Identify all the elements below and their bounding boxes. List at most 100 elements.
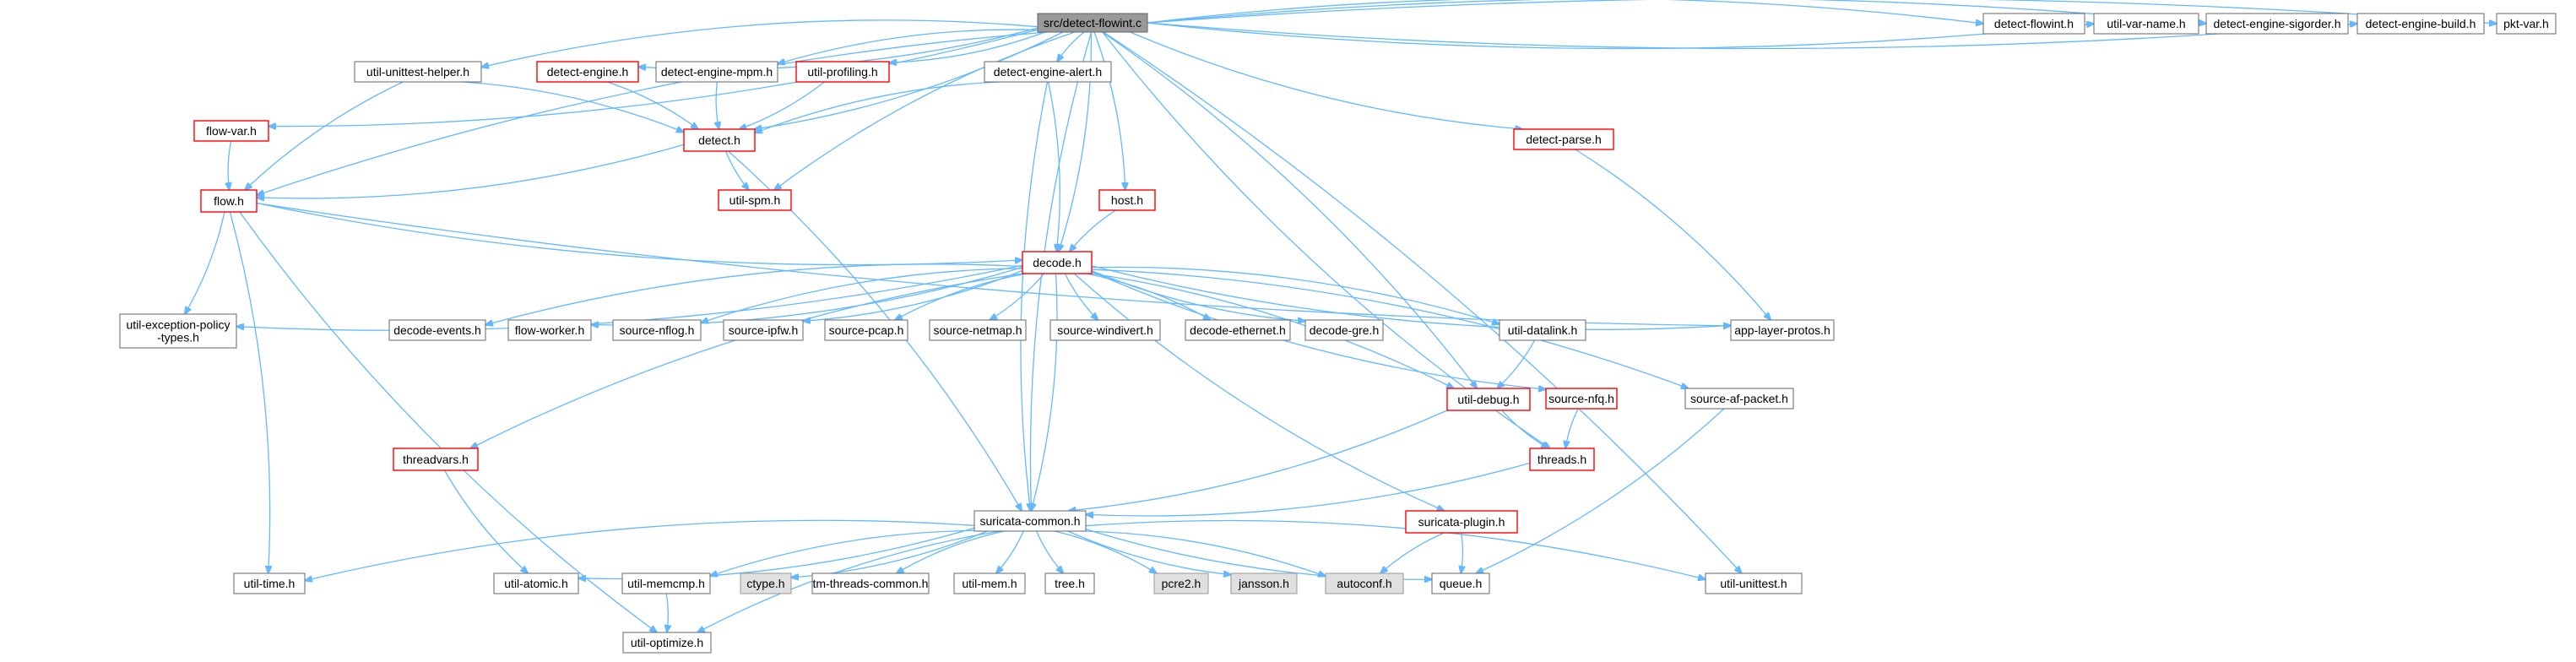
node-pktvar[interactable]: pkt-var.h [2496, 13, 2557, 35]
node-label: -types.h [157, 331, 199, 345]
node-box [200, 189, 258, 213]
node-label: source-windivert.h [1057, 323, 1153, 337]
edge-decode-to-windivert [1064, 273, 1098, 320]
edge-layer [185, 0, 2497, 632]
node-label: detect-engine.h [547, 65, 629, 79]
node-optimize[interactable]: util-optimize.h [622, 632, 712, 654]
node-nfq[interactable]: source-nfq.h [1545, 388, 1618, 410]
node-alert[interactable]: detect-engine-alert.h [984, 61, 1112, 83]
node-netmap[interactable]: source-netmap.h [929, 319, 1027, 341]
edge-common-to-tree [1036, 530, 1064, 573]
node-host[interactable]: host.h [1098, 189, 1156, 211]
node-windivert[interactable]: source-windivert.h [1049, 319, 1161, 341]
node-box [1431, 572, 1490, 594]
node-root[interactable]: src/detect-flowint.c [1037, 13, 1148, 33]
node-autoconf[interactable]: autoconf.h [1325, 572, 1404, 594]
node-tmthreads[interactable]: tm-threads-common.h [811, 572, 930, 594]
node-nflog[interactable]: source-nflog.h [612, 319, 702, 341]
node-ethernet[interactable]: decode-ethernet.h [1185, 319, 1291, 341]
node-label: source-netmap.h [933, 323, 1022, 337]
edge-decode-to-plugin [1073, 273, 1444, 511]
node-ctype[interactable]: ctype.h [740, 572, 792, 594]
edge-common-to-optimize [697, 530, 1001, 632]
node-time[interactable]: util-time.h [233, 572, 306, 594]
node-box [953, 572, 1026, 594]
node-ipfw[interactable]: source-ipfw.h [723, 319, 804, 341]
node-threads[interactable]: threads.h [1529, 448, 1595, 471]
edge-plugin-to-queue [1461, 532, 1462, 573]
edge-common-to-jansson [1067, 530, 1231, 575]
node-threadvars[interactable]: threadvars.h [393, 448, 479, 471]
node-memcmp[interactable]: util-memcmp.h [621, 572, 711, 594]
node-box [1304, 319, 1384, 341]
edge-root-to-threads [1102, 31, 1550, 448]
edge-common-to-time [305, 519, 975, 580]
node-varname[interactable]: util-var-name.h [2093, 13, 2199, 35]
edge-unittesthelper-to-detecth [462, 81, 684, 133]
edge-decode-to-netmap [990, 273, 1045, 320]
node-unittest[interactable]: util-unittest.h [1705, 572, 1803, 594]
node-label: threads.h [1537, 453, 1586, 466]
node-box [740, 572, 792, 594]
edge-root-to-flowint [1147, 0, 1983, 24]
node-atomic[interactable]: util-atomic.h [493, 572, 579, 594]
node-label: detect-engine-build.h [2366, 17, 2476, 30]
node-label: detect.h [698, 133, 740, 147]
node-detecth[interactable]: detect.h [683, 128, 756, 152]
edge-alert-to-detecth [755, 81, 1000, 133]
node-box [1153, 572, 1209, 594]
edge-decode-to-nfq [1091, 271, 1546, 390]
node-label: util-mem.h [962, 577, 1017, 590]
node-detectengine[interactable]: detect-engine.h [536, 61, 639, 83]
node-box [811, 572, 930, 594]
node-jansson[interactable]: jansson.h [1230, 572, 1298, 594]
node-gre[interactable]: decode-gre.h [1304, 319, 1384, 341]
edge-common-to-queue [1085, 528, 1432, 580]
node-flowvar[interactable]: flow-var.h [193, 120, 269, 142]
node-label: util-debug.h [1457, 393, 1519, 406]
node-debug[interactable]: util-debug.h [1446, 388, 1531, 411]
node-spm[interactable]: util-spm.h [718, 189, 792, 211]
node-box [1098, 189, 1156, 211]
node-flowh[interactable]: flow.h [200, 189, 258, 213]
node-label: source-pcap.h [829, 323, 904, 337]
node-sigorder[interactable]: detect-engine-sigorder.h [2205, 13, 2349, 35]
node-box [929, 319, 1027, 341]
node-box [393, 448, 479, 471]
node-box [683, 128, 756, 152]
node-flowint[interactable]: detect-flowint.h [1982, 13, 2085, 35]
node-common[interactable]: suricata-common.h [973, 510, 1087, 532]
node-box [795, 61, 890, 83]
edge-common-to-ctype [791, 530, 988, 578]
node-decode[interactable]: decode.h [1022, 251, 1093, 274]
edge-decode-to-debug [1091, 273, 1454, 388]
node-devents[interactable]: decode-events.h [388, 319, 486, 341]
node-pcre2[interactable]: pcre2.h [1153, 572, 1209, 594]
edge-common-to-tmthreads [897, 530, 1005, 573]
node-profiling[interactable]: util-profiling.h [795, 61, 890, 83]
edge-root-to-unittesthelper [481, 19, 1039, 68]
edge-root-to-parse [1130, 31, 1523, 129]
node-excpol[interactable]: util-exception-policy-types.h [119, 313, 237, 349]
edge-common-to-atomic [578, 527, 975, 578]
node-datalink[interactable]: util-datalink.h [1499, 319, 1586, 341]
node-tree[interactable]: tree.h [1044, 572, 1095, 594]
node-box [507, 319, 592, 341]
node-protos[interactable]: app-layer-protos.h [1730, 319, 1835, 341]
node-unittesthelper[interactable]: util-unittest-helper.h [354, 61, 482, 83]
node-pcap[interactable]: source-pcap.h [824, 319, 908, 341]
node-label: decode-ethernet.h [1190, 323, 1286, 337]
node-mpm[interactable]: detect-engine-mpm.h [655, 61, 778, 83]
node-mem[interactable]: util-mem.h [953, 572, 1026, 594]
node-worker[interactable]: flow-worker.h [507, 319, 592, 341]
node-box [1730, 319, 1835, 341]
node-box [2496, 13, 2557, 35]
node-build[interactable]: detect-engine-build.h [2356, 13, 2485, 35]
node-queue[interactable]: queue.h [1431, 572, 1490, 594]
edge-debug-to-common [1068, 410, 1448, 511]
node-parse[interactable]: detect-parse.h [1513, 128, 1614, 150]
node-label: util-memcmp.h [627, 577, 705, 590]
node-plugin[interactable]: suricata-plugin.h [1405, 510, 1518, 534]
edge-datalink-to-debug [1497, 339, 1536, 388]
node-afpacket[interactable]: source-af-packet.h [1684, 388, 1794, 410]
